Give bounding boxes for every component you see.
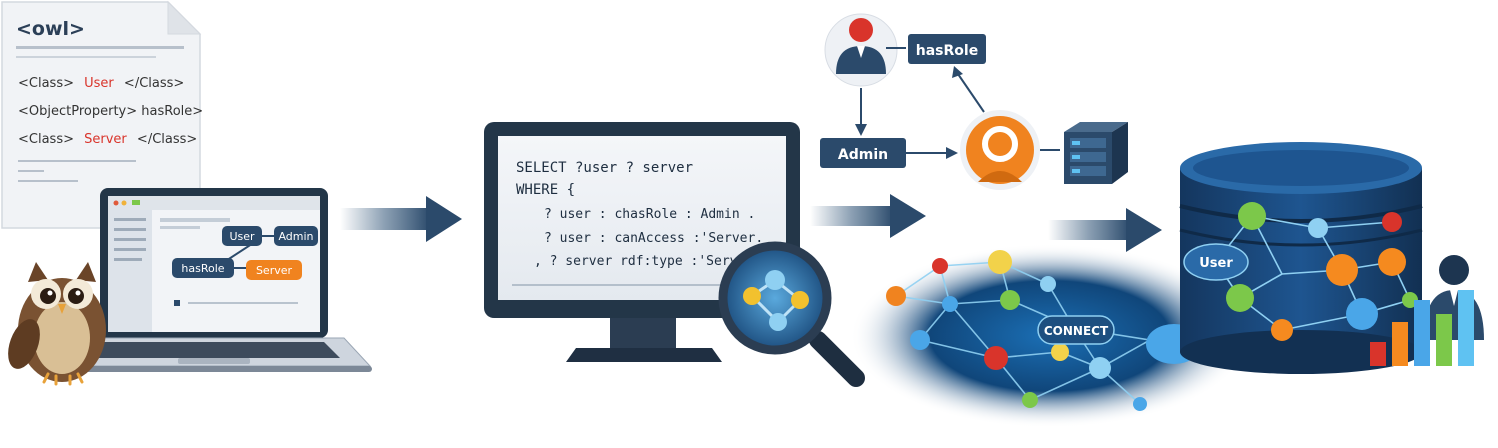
laptop-hasrole-label: hasRole	[181, 262, 224, 275]
divider	[18, 180, 78, 182]
flow-arrow	[340, 196, 462, 242]
laptop: User Admin hasRole Server	[56, 188, 372, 372]
flow-arrow	[1048, 208, 1162, 252]
divider	[16, 56, 156, 58]
owl-tag-title: <owl>	[16, 18, 85, 40]
laptop-user-label: User	[229, 230, 255, 243]
divider	[16, 46, 184, 49]
owl-line-object-property: <ObjectProperty> hasRole>	[18, 104, 203, 119]
connect-label: CONNECT	[1044, 324, 1109, 338]
db-user-label: User	[1199, 256, 1233, 271]
laptop-admin-node	[274, 226, 318, 246]
role-admin-box	[820, 138, 906, 168]
connect-badge	[1037, 315, 1115, 345]
divider	[18, 170, 44, 172]
owl-document: <owl> <Class> User </Class> <ObjectPrope…	[1, 0, 203, 229]
analyst-icon	[1424, 255, 1484, 340]
divider	[18, 160, 136, 162]
laptop-hasrole-node	[172, 258, 234, 278]
person-icon	[836, 18, 886, 74]
db-user-node	[1183, 243, 1249, 281]
owl-mascot	[8, 262, 106, 386]
query-line-access: ? user : canAccess :'Server.	[544, 231, 763, 246]
query-line-role: ? user : chasRole : Admin .	[544, 207, 755, 222]
owl-line-class-user: <Class> User </Class>	[18, 76, 184, 91]
knowledge-network: CONNECT	[850, 244, 1250, 428]
laptop-server-label: Server	[256, 264, 293, 277]
role-hasrole-box	[908, 34, 986, 64]
magnifier-icon	[718, 241, 865, 387]
laptop-user-node	[222, 226, 262, 246]
owl-line-class-server: <Class> Server </Class>	[18, 132, 197, 147]
role-diagram: hasRole Admin	[820, 13, 1128, 190]
laptop-server-node	[246, 260, 302, 280]
bar-chart-icon	[1370, 290, 1474, 366]
query-line-where: WHERE {	[516, 182, 575, 198]
role-user-avatar	[966, 116, 1034, 184]
database-icon: User	[1179, 142, 1423, 374]
query-line-select: SELECT ?user ? server	[516, 160, 693, 176]
query-line-type: , ? server rdf:type :'Server .	[534, 254, 769, 269]
server-icon	[1064, 122, 1128, 184]
laptop-admin-label: Admin	[278, 230, 313, 243]
query-monitor: SELECT ?user ? server WHERE { ? user : c…	[484, 122, 800, 362]
role-hasrole-label: hasRole	[916, 43, 978, 59]
flow-arrow	[810, 194, 926, 238]
role-admin-label: Admin	[838, 147, 888, 163]
